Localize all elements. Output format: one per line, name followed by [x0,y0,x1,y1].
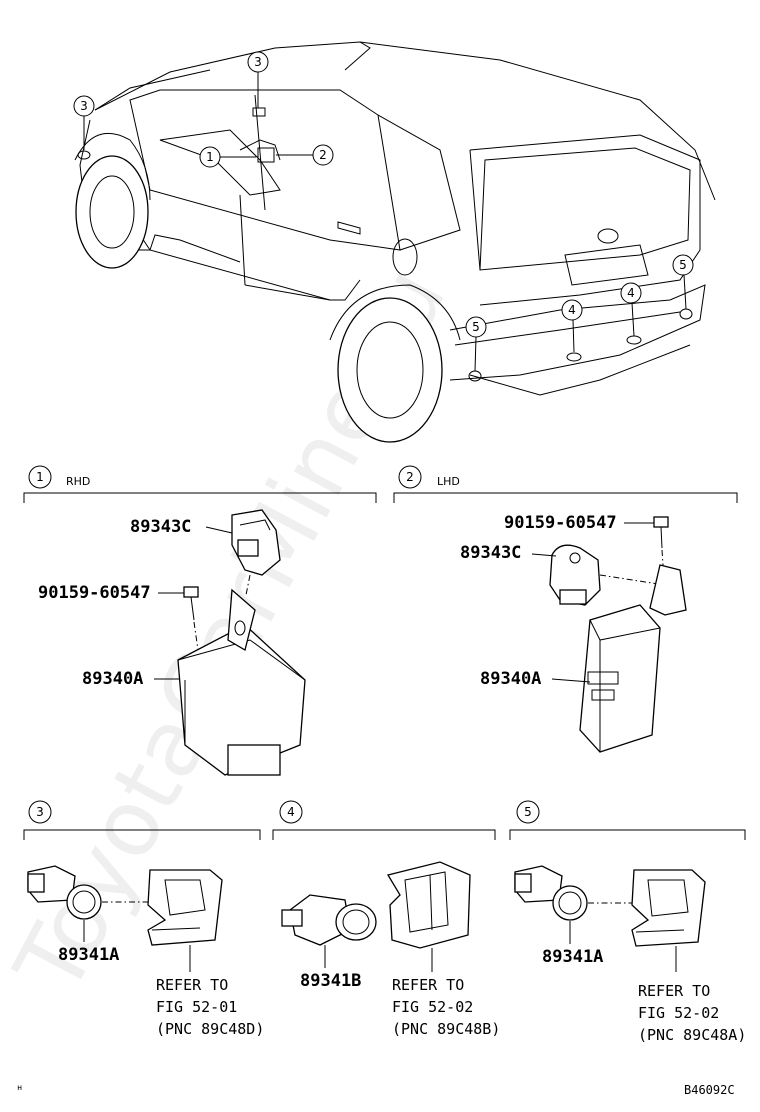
section-3-number-circle [28,800,52,824]
section-5: 5 89341A REFER TO FIG 52-02 (PNC 89C48A) [509,800,746,1044]
sec5-ultrasonic-sensor [514,865,648,921]
callout-3-top [247,51,269,73]
sec3-ref-line2: FIG 52-01 [156,998,237,1016]
sec5-ref-line2: FIG 52-02 [638,1004,719,1022]
sec4-ref-line3: (PNC 89C48B) [392,1020,500,1038]
overview-callouts: 3 3 1 2 4 4 5 5 [73,51,694,372]
sec5-ref-line3: (PNC 89C48A) [638,1026,746,1044]
lhd-bolt [653,516,669,581]
sec5-ref-line1: REFER TO [638,982,710,1000]
section-5-number: 5 [524,805,532,819]
rhd-ecu [177,574,306,776]
sec3-sensor-part-number: 89341A [58,945,119,965]
section-1-number: 1 [36,470,44,484]
lhd-sensor-part-number: 89343C [460,543,521,563]
section-5-number-circle [516,800,540,824]
sec5-retainer-bracket [631,869,706,947]
sec3-ultrasonic-sensor [27,865,160,920]
section-1-number-circle [28,465,52,489]
section-4-number: 4 [287,805,295,819]
sec4-ref-line2: FIG 52-02 [392,998,473,1016]
callout-3-left-label: 3 [80,99,88,113]
callout-4-right-label: 4 [627,286,635,300]
rhd-sensor-part-number: 89343C [130,517,191,537]
rhd-ecu-part-number: 89340A [82,669,143,689]
sec4-ref-line1: REFER TO [392,976,464,994]
sec4-ultrasonic-sensor [281,894,377,946]
callout-5-right [672,254,694,276]
sec3-retainer-bracket [147,869,223,946]
section-2-lhd: 2 LHD 90159-60547 89343C 89340 [393,465,738,753]
section-1-rhd: 1 RHD 89343C 90159-60547 89340 [23,465,377,776]
section-3-number: 3 [36,805,44,819]
section-2-number: 2 [406,470,414,484]
lhd-ecu [579,564,687,753]
callout-3-left [73,95,95,117]
sec4-retainer-bracket [386,861,471,949]
rhd-bolt-part-number: 90159-60547 [38,583,151,603]
callout-4-right [620,282,642,304]
sec4-sensor-part-number: 89341B [300,971,361,991]
section-4-number-circle [279,800,303,824]
section-2-label: LHD [437,475,460,488]
lhd-yaw-sensor [549,544,666,606]
rhd-bolt [183,586,199,651]
callout-2 [312,144,334,166]
section-3: 3 89341A REFER TO FIG 52-01 (PNC 89C48D) [23,800,264,1038]
callout-4-left [561,299,583,321]
vehicle-overview [74,41,716,443]
section-2-number-circle [398,465,422,489]
callout-2-label: 2 [319,148,327,162]
callout-3-top-label: 3 [254,55,262,69]
sec5-sensor-part-number: 89341A [542,947,603,967]
footer-mark: ᴴ [16,1083,23,1097]
section-1-label: RHD [66,475,90,488]
sec3-ref-line3: (PNC 89C48D) [156,1020,264,1038]
callout-1 [199,146,221,168]
lhd-ecu-part-number: 89340A [480,669,541,689]
section-4: 4 89341B REFER TO FIG 52-02 (PNC 89C48B) [272,800,500,1038]
callout-4-left-label: 4 [568,303,576,317]
lhd-bolt-part-number: 90159-60547 [504,513,617,533]
callout-5-right-label: 5 [679,258,687,272]
callout-5-left [465,316,487,338]
callout-1-label: 1 [206,150,214,164]
rhd-yaw-sensor [231,509,281,576]
sec3-ref-line1: REFER TO [156,976,228,994]
callout-5-left-label: 5 [472,320,480,334]
illustration-code: B46092C [684,1083,735,1097]
